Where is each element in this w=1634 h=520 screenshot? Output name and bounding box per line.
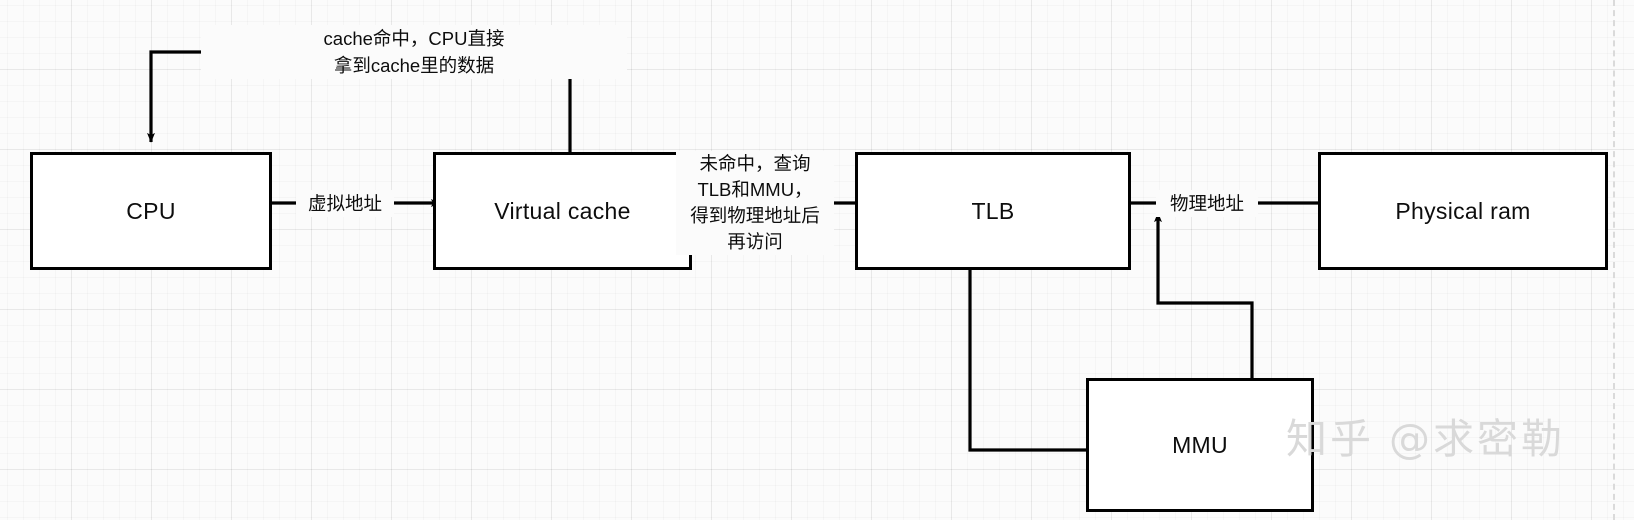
edge-tlb-to-mmu: [968, 270, 1122, 454]
edge-label-virtual-address: 虚拟地址: [296, 190, 394, 217]
watermark-handle: @求密勒: [1389, 415, 1565, 463]
node-mmu[interactable]: MMU: [1086, 378, 1314, 512]
node-mmu-label: MMU: [1172, 431, 1228, 458]
node-virtual-cache[interactable]: Virtual cache: [433, 152, 692, 270]
node-tlb-label: TLB: [971, 197, 1015, 224]
node-tlb[interactable]: TLB: [855, 152, 1131, 270]
page-boundary-dashed-line: [1613, 0, 1615, 520]
node-virtual-cache-label: Virtual cache: [494, 197, 631, 224]
edge-label-cache-miss: 未命中，查询 TLB和MMU， 得到物理地址后 再访问: [676, 151, 834, 255]
node-physical-ram-label: Physical ram: [1395, 197, 1531, 224]
edge-label-cache-hit-return: cache命中，CPU直接 拿到cache里的数据: [201, 25, 627, 79]
node-cpu-label: CPU: [126, 197, 176, 224]
edge-mmu-to-physical-address: [1154, 212, 1254, 393]
node-cpu[interactable]: CPU: [30, 152, 272, 270]
node-physical-ram[interactable]: Physical ram: [1318, 152, 1608, 270]
watermark-brand: 知乎: [1286, 415, 1374, 463]
edge-label-physical-address: 物理地址: [1156, 190, 1258, 217]
